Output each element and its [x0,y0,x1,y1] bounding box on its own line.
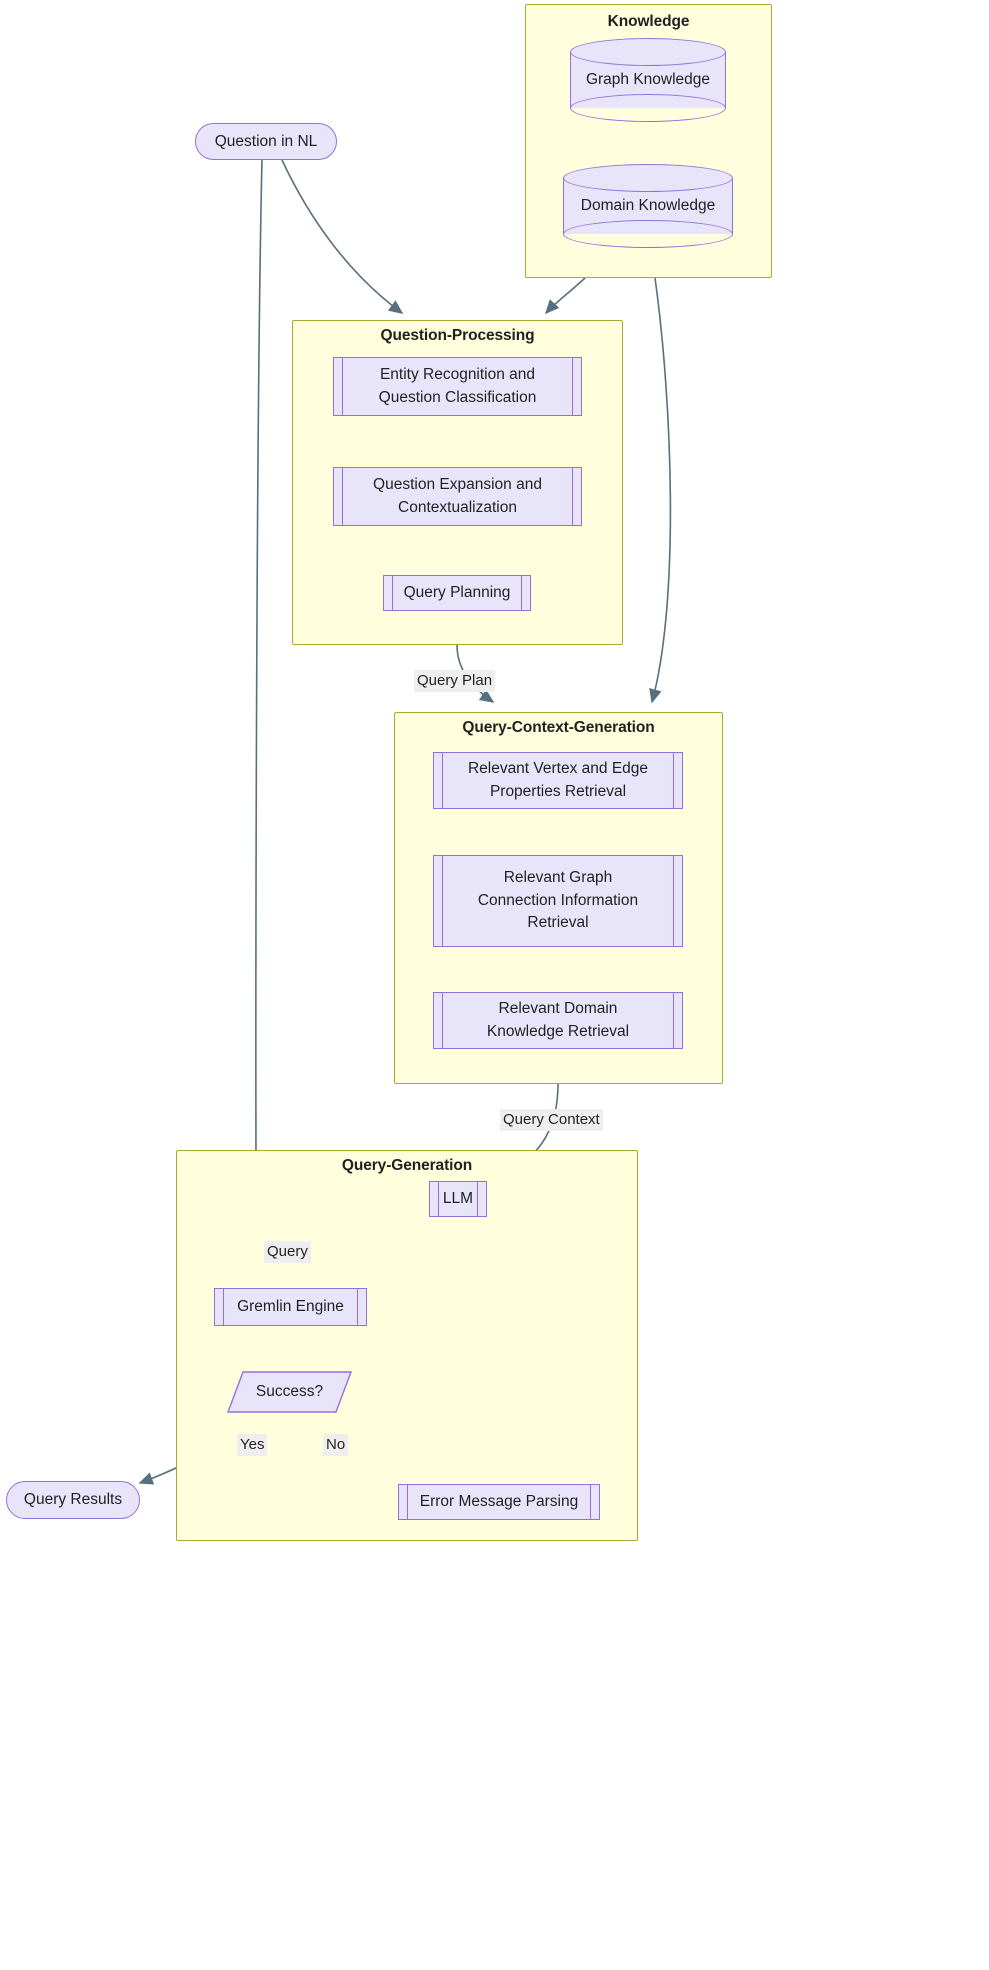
subgraph-knowledge-title: Knowledge [607,13,690,30]
node-query-planning[interactable]: Query Planning [383,575,531,611]
edge-label-query-context: Query Context [500,1109,603,1131]
node-llm-label: LLM [442,1189,474,1207]
node-gremlin-engine[interactable]: Gremlin Engine [214,1288,367,1326]
node-vertex-edge-properties[interactable]: Relevant Vertex and Edge Properties Retr… [433,752,683,809]
node-graph-knowledge[interactable]: Graph Knowledge [570,38,726,122]
node-error-message-parsing-label: Error Message Parsing [419,1492,579,1510]
node-question-expansion-label: Question Expansion and Contextualization [373,476,542,516]
edge-label-yes: Yes [237,1434,268,1456]
node-question-in-nl[interactable]: Question in NL [195,123,337,160]
node-question-expansion[interactable]: Question Expansion and Contextualization [333,467,582,526]
node-graph-connection-info[interactable]: Relevant Graph Connection Information Re… [433,855,683,947]
cylinder-bottom-arc [563,220,733,248]
cylinder-top-ellipse [570,38,726,66]
node-query-planning-label: Query Planning [403,583,511,601]
node-entity-recognition[interactable]: Entity Recognition and Question Classifi… [333,357,582,416]
cylinder-bottom-arc [570,94,726,122]
node-graph-knowledge-label: Graph Knowledge [585,71,711,88]
node-llm[interactable]: LLM [429,1181,487,1217]
edge-knowledge-to-query-context [649,277,672,704]
node-domain-knowledge-retrieval-label: Relevant Domain Knowledge Retrieval [486,1000,630,1040]
rhombus-shape [227,1371,352,1413]
edge-label-query-plan: Query Plan [414,670,496,692]
cylinder-top-ellipse [563,164,733,192]
node-query-results[interactable]: Query Results [6,1481,140,1519]
node-domain-knowledge-label: Domain Knowledge [580,197,716,214]
node-query-results-label: Query Results [23,1491,123,1508]
edge-question-to-processing [281,159,404,314]
node-domain-knowledge[interactable]: Domain Knowledge [563,164,733,248]
node-question-in-nl-label: Question in NL [214,132,318,150]
node-entity-recognition-label: Entity Recognition and Question Classifi… [378,366,537,406]
subgraph-question-processing-title: Question-Processing [380,327,535,344]
subgraph-query-generation-title: Query-Generation [341,1157,473,1174]
node-graph-connection-info-label: Relevant Graph Connection Information Re… [477,869,639,932]
node-gremlin-engine-label: Gremlin Engine [237,1297,344,1315]
edge-label-query: Query [264,1241,311,1263]
node-success[interactable]: Success? [227,1371,352,1413]
subgraph-query-context-generation-title: Query-Context-Generation [462,719,655,736]
node-success-label: Success? [255,1383,324,1400]
node-domain-knowledge-retrieval[interactable]: Relevant Domain Knowledge Retrieval [433,992,683,1049]
edge-label-no: No [323,1434,349,1456]
edge-domain-knowledge-to-processing [544,277,586,315]
node-vertex-edge-properties-label: Relevant Vertex and Edge Properties Retr… [467,760,649,800]
node-error-message-parsing[interactable]: Error Message Parsing [398,1484,600,1520]
subgraph-query-generation: Query-Generation [176,1150,638,1541]
